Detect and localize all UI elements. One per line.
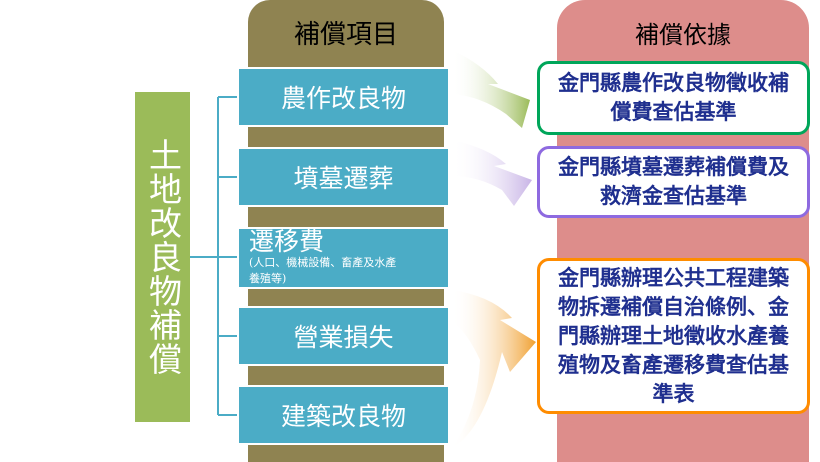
item-grave-relocation: 墳墓遷葬 [237,147,450,207]
item-label: 建築改良物 [280,402,406,431]
item-relocation-cost: 遷移費 (人口、機械設備、畜產及水產養殖等) [237,227,450,289]
arrow-orange [452,290,536,448]
basis-building-relocation-regulation: 金門縣辦理公共工程建築物拆遷補償自治條例、金門縣辦理土地徵收水產養殖物及畜產遷移… [537,258,810,414]
item-label: 墳墓遷葬 [293,164,394,193]
item-sublabel: (人口、機械設備、畜產及水產養殖等) [249,256,397,285]
bracket-lines [190,96,238,416]
item-label: 營業損失 [293,323,394,352]
arrow-green [452,50,530,128]
basis-grave-valuation-standard: 金門縣墳墓遷葬補償費及救濟金查估基準 [537,146,810,218]
item-label: 遷移費 [249,227,325,256]
arrow-purple [452,140,532,206]
basis-crop-valuation-standard: 金門縣農作改良物徵收補償費查估基準 [537,61,810,135]
basis-header: 補償依據 [635,20,731,49]
items-header: 補償項目 [293,19,398,50]
item-label: 農作改良物 [280,84,406,113]
land-improvement-compensation-label: 土地改良物補償 [135,92,190,422]
item-crop-improvement: 農作改良物 [237,67,450,127]
item-business-loss: 營業損失 [237,306,450,366]
item-building-improvement: 建築改良物 [237,385,450,445]
